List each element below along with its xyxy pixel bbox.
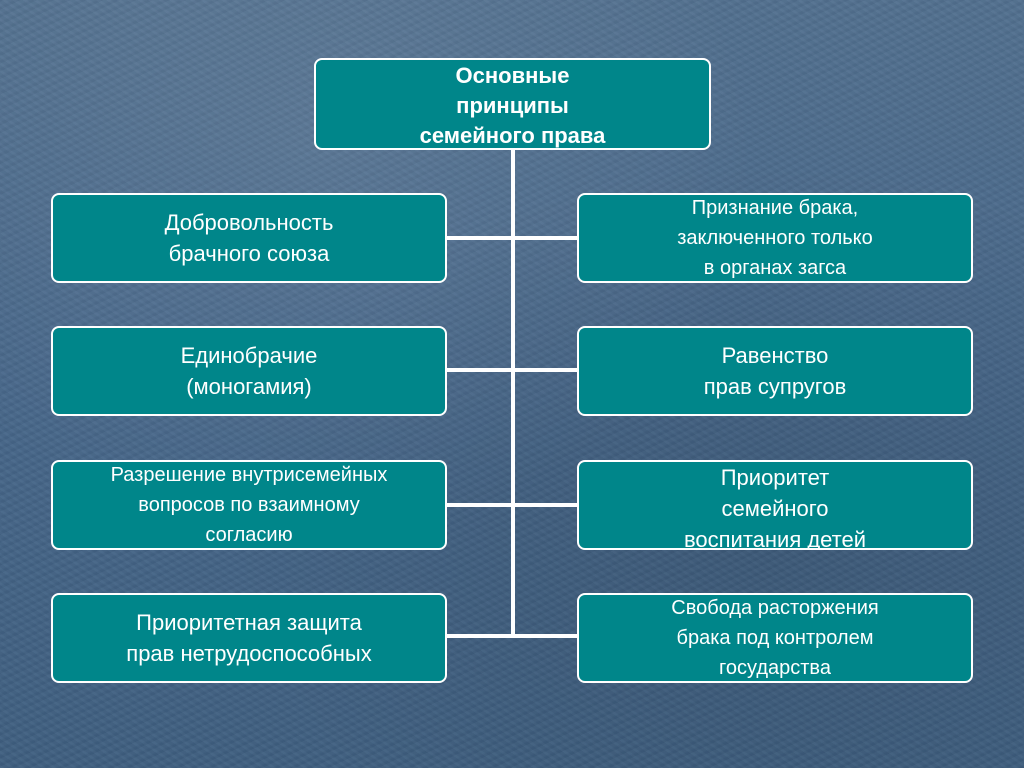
right-node-1-label: Признание брака, заключенного только в о… xyxy=(677,197,873,279)
left-node-2: Единобрачие (моногамия) xyxy=(51,326,447,416)
right-node-4: Свобода расторжения брака под контролем … xyxy=(577,593,973,683)
left-node-3: Разрешение внутрисемейных вопросов по вз… xyxy=(51,460,447,550)
root-node: Основные принципы семейного права xyxy=(314,58,711,150)
root-node-label: Основные принципы семейного права xyxy=(419,63,606,148)
right-node-1: Признание брака, заключенного только в о… xyxy=(577,193,973,283)
right-node-4-label: Свобода расторжения брака под контролем … xyxy=(671,597,879,679)
left-node-3-label: Разрешение внутрисемейных вопросов по вз… xyxy=(110,464,388,546)
right-node-2: Равенство прав супругов xyxy=(577,326,973,416)
left-node-1: Добровольность брачного союза xyxy=(51,193,447,283)
right-node-3-label: Приоритет семейного воспитания детей xyxy=(683,465,867,550)
left-node-2-label: Единобрачие (моногамия) xyxy=(180,343,318,399)
left-node-1-label: Добровольность брачного союза xyxy=(164,210,334,266)
right-node-3: Приоритет семейного воспитания детей xyxy=(577,460,973,550)
left-node-4-label: Приоритетная защита прав нетрудоспособны… xyxy=(126,610,372,666)
right-node-2-label: Равенство прав супругов xyxy=(703,343,847,399)
left-node-4: Приоритетная защита прав нетрудоспособны… xyxy=(51,593,447,683)
